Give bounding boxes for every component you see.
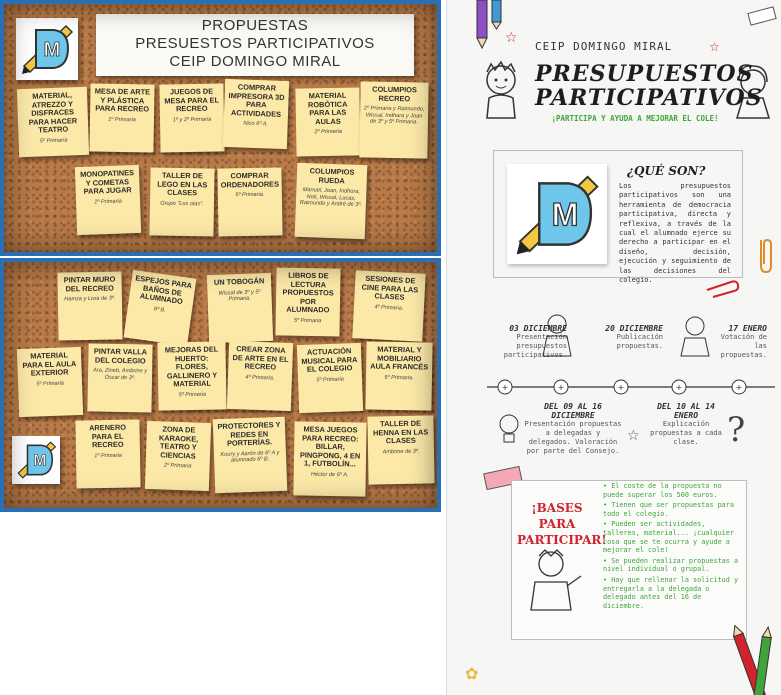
school-logo: M — [16, 18, 78, 80]
infographic: CEIP DOMINGO MIRAL ☆ ☆ PRESUPUESTOS PART… — [446, 0, 781, 695]
title-line: PROPUESTAS — [201, 17, 309, 34]
bases-box — [511, 480, 747, 640]
proposal-note: MESA JUEGOS PARA RECREO: BILLAR, PINGPON… — [293, 421, 367, 497]
school-logo: M — [507, 164, 607, 264]
bases-item: • Se pueden realizar propuestas a nivel … — [603, 556, 739, 574]
timeline-text: Explicación propuestas a cada clase. — [650, 420, 722, 446]
paperclip-icon — [760, 238, 772, 274]
timeline-item: DEL 10 AL 14 ENERO Explicación propuesta… — [643, 402, 729, 447]
star-icon: ☆ — [709, 40, 720, 54]
star-icon: ☆ — [627, 428, 640, 444]
bases-item: • Pueden ser actividades, talleres, mate… — [603, 520, 734, 555]
svg-text:M: M — [44, 39, 61, 61]
what-text: Los presupuestos participativos son una … — [619, 182, 731, 285]
proposal-note: PROTECTORES Y REDES EN PORTERÍAS.Koury y… — [212, 416, 288, 494]
pencil-icon — [476, 0, 488, 50]
school-logo: M — [12, 436, 60, 484]
timeline-line: + + + + + — [487, 379, 775, 395]
ruler-icon — [747, 6, 777, 26]
proposal-note: LIBROS DE LECTURA PROPUESTOS POR ALUMNAD… — [275, 267, 341, 337]
timeline-date: 17 ENERO — [728, 324, 767, 333]
girl-drawing-icon — [735, 65, 771, 119]
school-name: CEIP DOMINGO MIRAL — [535, 40, 673, 53]
pencil-icon — [491, 0, 502, 30]
proposal-note: MEJORAS DEL HUERTO: FLORES, GALLINERO Y … — [157, 341, 227, 411]
main-title: PRESUPUESTOS PARTICIPATIVOS — [535, 61, 763, 111]
girl-drawing-icon — [680, 316, 710, 357]
bases-item: • El coste de la propuesta no puede supe… — [603, 482, 722, 499]
timeline-text: Presentación presupuestos participativos… — [503, 333, 567, 359]
what-heading: ¿QUÉ SON? — [627, 164, 706, 178]
what-box — [493, 150, 743, 278]
timeline-date: 03 DICIEMBRE — [509, 324, 567, 333]
subtitle: ¡PARTICIPA Y AYUDA A MEJORAR EL COLE! — [551, 114, 719, 123]
timeline-date: DEL 10 AL 14 ENERO — [657, 402, 715, 420]
bases-list: • El coste de la propuesta no puede supe… — [603, 482, 743, 612]
pencil-icon — [733, 624, 772, 695]
m-logo-icon: M — [516, 175, 599, 255]
timeline-item: 03 DICIEMBRE Presentación presupuestos p… — [487, 324, 567, 360]
kid-drawing-icon — [486, 60, 516, 119]
m-logo-icon: M — [17, 441, 57, 479]
board-title: PROPUESTAS PRESUESTOS PARTICIPATIVOS CEI… — [96, 14, 414, 76]
m-logo-icon: M — [22, 24, 74, 74]
star-icon: ☆ — [505, 30, 518, 46]
title-line: PRESUESTOS PARTICIPATIVOS — [135, 35, 375, 52]
timeline-text: Votación de las propuestas. — [720, 333, 767, 359]
timeline-item: 17 ENERO Votación de las propuestas. — [711, 324, 767, 360]
lightbulb-icon — [499, 414, 519, 443]
timeline-text: Publicación propuestas. — [616, 333, 663, 350]
svg-text:+: + — [618, 383, 625, 392]
bases-heading: ¡BASES PARA PARTICIPAR! — [517, 501, 607, 547]
corkboard-top: M PROPUESTAS PRESUESTOS PARTICIPATIVOS C… — [0, 0, 441, 256]
timeline-date: 20 DICIEMBRE — [605, 324, 663, 333]
title-line: CEIP DOMINGO MIRAL — [169, 53, 341, 70]
timeline-item: 20 DICIEMBRE Publicación propuestas. — [593, 324, 663, 351]
proposal-note: MATERIAL, ATREZZO Y DISFRACES PARA HACER… — [16, 86, 90, 158]
timeline-date: DEL 09 AL 16 DICIEMBRE — [544, 402, 602, 420]
question-mark-icon: ? — [727, 410, 746, 450]
timeline-text: Presentación propuestas a delegadas y de… — [524, 420, 622, 455]
kid-drawing-icon — [530, 549, 582, 611]
bases-item: • Hay que rellenar la solicitud y entreg… — [603, 575, 739, 610]
title-line-1: PRESUPUESTOS — [535, 61, 754, 87]
svg-text:+: + — [736, 383, 743, 392]
svg-text:M: M — [552, 196, 579, 232]
bases-item: • Tienen que ser propuestas para todo el… — [603, 501, 734, 518]
svg-text:+: + — [676, 383, 683, 392]
svg-text:+: + — [558, 383, 565, 392]
flower-icon: ✿ — [465, 664, 479, 683]
timeline-item: DEL 09 AL 16 DICIEMBRE Presentación prop… — [523, 402, 623, 456]
kid-pointing-icon — [542, 314, 572, 357]
paperclip-icon — [706, 280, 740, 298]
svg-text:M: M — [33, 452, 46, 469]
svg-text:+: + — [502, 383, 509, 392]
title-line-2: PARTICIPATIVOS — [535, 85, 763, 111]
